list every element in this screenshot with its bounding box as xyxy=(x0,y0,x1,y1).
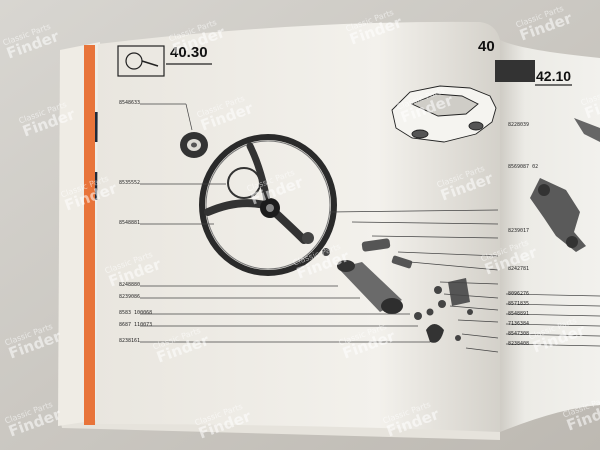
horn-button-illustration xyxy=(180,132,208,158)
steering-wheel-illustration xyxy=(199,134,337,276)
part-code: 8239086 xyxy=(119,294,141,300)
car-sketch xyxy=(391,85,497,143)
part-code: 8548633 xyxy=(119,100,141,106)
part-code: 8547308 xyxy=(508,331,530,337)
part-code: 8238161 xyxy=(119,338,141,344)
steering-column-illustration xyxy=(337,238,473,343)
right-header-icon-box xyxy=(495,60,535,82)
part-code: 8242781 xyxy=(508,266,530,272)
right-page xyxy=(500,40,600,432)
part-code: 8239017 xyxy=(508,228,530,234)
part-code: 8238408 xyxy=(508,341,530,347)
suspension-part-illustration xyxy=(530,118,600,252)
orange-index-strip xyxy=(84,45,95,425)
part-code: 7136384 xyxy=(508,321,530,327)
steering-thumbnail-box xyxy=(117,45,165,77)
part-code: 8535552 xyxy=(119,180,141,186)
right-page-section-number: 42.10 xyxy=(536,68,572,84)
part-code: 8248880 xyxy=(119,282,141,288)
part-code: 8569087 02 xyxy=(508,164,539,170)
leader-lines-right xyxy=(329,209,600,353)
leader-lines-left xyxy=(140,103,430,343)
part-code: 8583 100068 xyxy=(119,310,153,316)
part-code: 8571835 xyxy=(508,301,530,307)
right-page-edge-number: 40 xyxy=(478,38,495,55)
part-code: 8548891 xyxy=(508,311,530,317)
part-code: 8687 110073 xyxy=(119,322,153,328)
part-code: 8096276 xyxy=(508,291,530,297)
part-code: 8228039 xyxy=(508,122,530,128)
left-page-section-number: 40.30 xyxy=(170,44,208,61)
left-page xyxy=(96,21,500,432)
part-code: 8548881 xyxy=(119,220,141,226)
